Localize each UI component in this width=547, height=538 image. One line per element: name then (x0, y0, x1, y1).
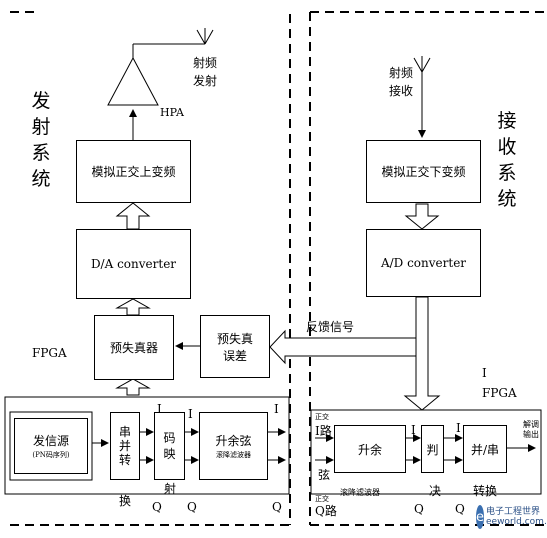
tx-rrc-filter-sublabel: 滚降滤波器 (216, 450, 251, 459)
tx-i-label-1: I (157, 402, 162, 416)
rx-q-label-1: Q (414, 502, 424, 516)
tx-fpga-container (4, 396, 290, 495)
code-mapper-bottom-label: 射 (164, 482, 177, 496)
tx-dashed-border (10, 11, 291, 526)
demod-output-label: 解调 输出 (523, 420, 539, 439)
serial-parallel-label: 串 并 转 (118, 425, 131, 467)
downconverter-label: 模拟正交下变频 (381, 165, 466, 179)
rx-i-path-prefix: 正交 (315, 413, 329, 421)
rx-q-path-prefix: 正交 (315, 495, 329, 503)
serial-parallel-box: 串 并 转 (110, 412, 140, 480)
predistortion-error-box: 预失真 误差 (200, 315, 270, 378)
predistorter-label: 预失真器 (109, 341, 158, 355)
rx-system-title: 接收系统 (497, 110, 517, 210)
eeworld-watermark: e 电子工程世界 eeworld.com.cn (476, 500, 547, 534)
rx-dashed-border (309, 11, 545, 526)
tx-q-label-1: Q (152, 500, 162, 514)
rx-q-path-label: Q路 (315, 504, 337, 518)
tx-i-label-2: I (188, 407, 193, 421)
source-outer-box (9, 411, 93, 481)
tx-rrc-filter-box: 升余弦 滚降滤波器 (199, 412, 268, 480)
adc-label: A/D converter (380, 256, 467, 270)
adc-box: A/D converter (366, 229, 481, 297)
rx-i-label-2: I (456, 421, 461, 435)
dac-label: D/A converter (90, 257, 177, 271)
rx-i-path-label: I路 (315, 424, 332, 438)
tx-q-label-3: Q (272, 500, 282, 514)
rx-rrc-filter-label: 升余 (357, 442, 382, 457)
tx-system-title: 发射系统 (31, 90, 51, 190)
tx-antenna-label: 射频 发射 (193, 56, 218, 88)
rx-q-label-2: Q (455, 502, 465, 516)
rx-antenna-icon (413, 56, 431, 73)
eeworld-watermark-text: 电子工程世界 eeworld.com.cn (486, 507, 547, 527)
downconv-to-adc-hollow-arrow (404, 203, 440, 230)
rx-fpga-marker: I (482, 366, 487, 380)
decision-label: 判 (426, 442, 439, 457)
rx-i-label-1: I (411, 423, 416, 437)
decision-box: 判 (421, 425, 444, 473)
hpa-label: HPA (160, 106, 184, 119)
parallel-serial-box: 并/串 (463, 425, 507, 473)
tx-q-label-2: Q (187, 500, 197, 514)
upconverter-box: 模拟正交上变频 (76, 140, 191, 203)
code-mapper-box: 码 映 (154, 412, 185, 480)
predistorter-box: 预失真器 (94, 315, 174, 380)
downconverter-box: 模拟正交下变频 (366, 140, 481, 203)
tx-bottom-signal-arrows (92, 428, 286, 464)
tx-rrc-filter-label: 升余弦 (215, 433, 252, 448)
predistortion-error-label: 预失真 误差 (216, 331, 253, 363)
rx-rrc-filter-sublabel: 滚降滤波器 (340, 488, 380, 497)
parallel-serial-label: 并/串 (470, 442, 500, 457)
signal-source-sublabel: (PN码序列) (32, 450, 70, 459)
rx-fpga-container (310, 409, 542, 495)
watermark-line1: 电子工程世界 (486, 507, 541, 517)
signal-source-box: 发信源 (PN码序列) (14, 418, 88, 474)
feedback-hollow-arrow (269, 329, 419, 365)
dac-box: D/A converter (76, 229, 191, 299)
mapper-to-predist-hollow-arrow (115, 378, 151, 396)
rx-antenna-label: 射频 接收 (389, 66, 414, 98)
eeworld-logo-icon: e (476, 505, 484, 529)
tx-antenna-icon (132, 28, 214, 58)
serial-parallel-bottom-label: 换 (119, 494, 132, 508)
parallel-serial-bottom-label: 转换 (473, 484, 498, 498)
tx-i-label-3: I (274, 402, 279, 416)
dac-to-upconv-hollow-arrow (115, 202, 151, 230)
feedback-label: 反馈信号 (306, 320, 355, 334)
upconverter-label: 模拟正交上变频 (91, 165, 176, 179)
rx-fpga-label: FPGA (482, 386, 517, 400)
signal-source-label: 发信源 (32, 433, 69, 448)
rx-xian-label: 弦 (318, 468, 331, 482)
code-mapper-label: 码 映 (163, 431, 176, 461)
predist-to-dac-hollow-arrow (115, 298, 151, 316)
adc-to-fpga-hollow-arrow (403, 296, 441, 411)
hpa-amplifier-triangle (107, 56, 159, 106)
rx-rrc-filter-box: 升余 (334, 425, 406, 473)
watermark-line2: eeworld.com.cn (486, 517, 547, 527)
decision-bottom-label: 决 (429, 484, 442, 498)
rx-bottom-signal-arrows (315, 434, 536, 464)
tx-fpga-label: FPGA (32, 346, 67, 360)
